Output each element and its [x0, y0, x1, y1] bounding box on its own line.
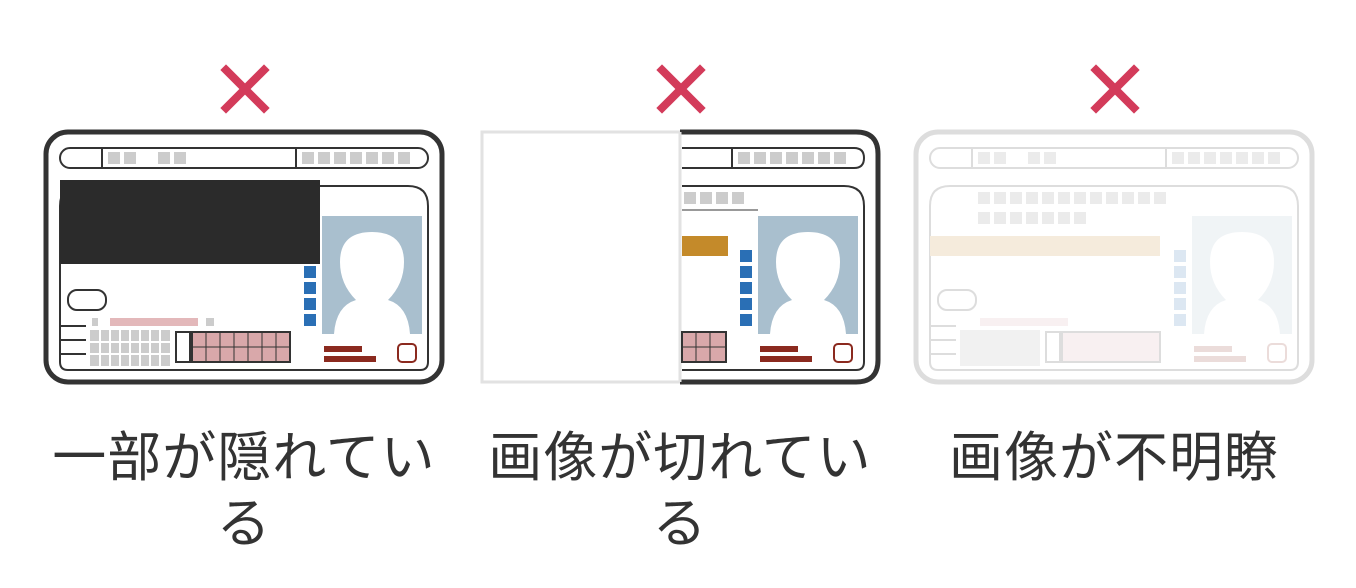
- x-mark-icon: [1090, 64, 1140, 114]
- caption: 画像が不明瞭: [949, 426, 1279, 489]
- caption: 画像が切れている: [488, 426, 872, 555]
- id-card-illustration: [480, 64, 881, 385]
- caption: 一部が隠れている: [52, 426, 436, 555]
- example-panel-unclear: 画像が不明瞭: [904, 0, 1324, 588]
- id-card-illustration: [913, 64, 1315, 385]
- x-mark-icon: [220, 64, 270, 114]
- id-card-illustration: [43, 64, 445, 385]
- x-mark-icon: [656, 64, 706, 114]
- example-panel-cropped: 画像が切れている: [470, 0, 890, 588]
- example-panel-hidden: 一部が隠れている: [34, 0, 454, 588]
